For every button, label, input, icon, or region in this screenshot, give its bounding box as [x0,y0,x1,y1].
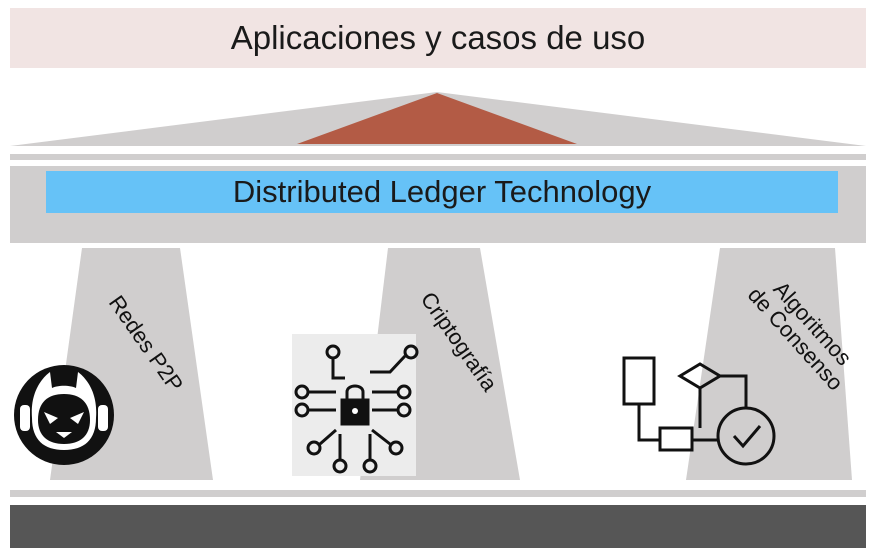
circuit-lock-icon [292,334,419,476]
applications-banner: Aplicaciones y casos de uso [10,8,866,68]
foundation-base [10,505,866,548]
roof-stripe [10,154,866,160]
pillar-right [686,248,852,480]
napster-logo-icon [14,365,114,465]
roof-accent [297,93,577,144]
flowchart-check-icon [622,356,776,466]
applications-title: Aplicaciones y casos de uso [230,19,646,56]
base-stripe [10,490,866,497]
ledger-label: Distributed Ledger Technology [46,171,838,213]
ledger-title: Distributed Ledger Technology [232,174,652,209]
